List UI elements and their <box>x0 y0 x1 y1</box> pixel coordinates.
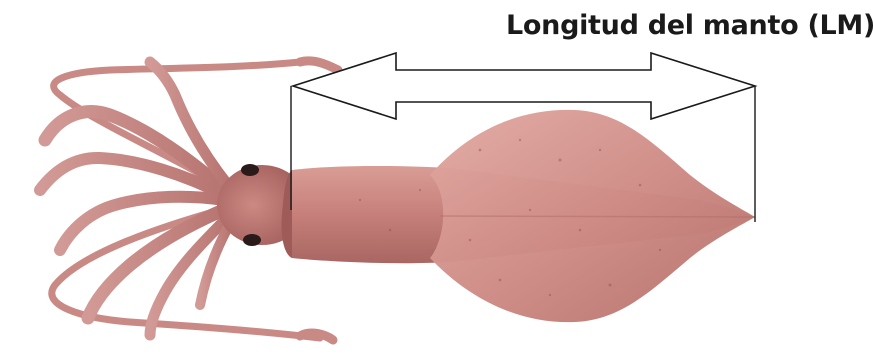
fin <box>430 110 755 322</box>
eye-top <box>241 164 259 176</box>
mantle-length-label: Longitud del manto (LM) <box>506 10 873 41</box>
double-arrow <box>293 53 755 119</box>
eye-bottom <box>243 234 261 246</box>
